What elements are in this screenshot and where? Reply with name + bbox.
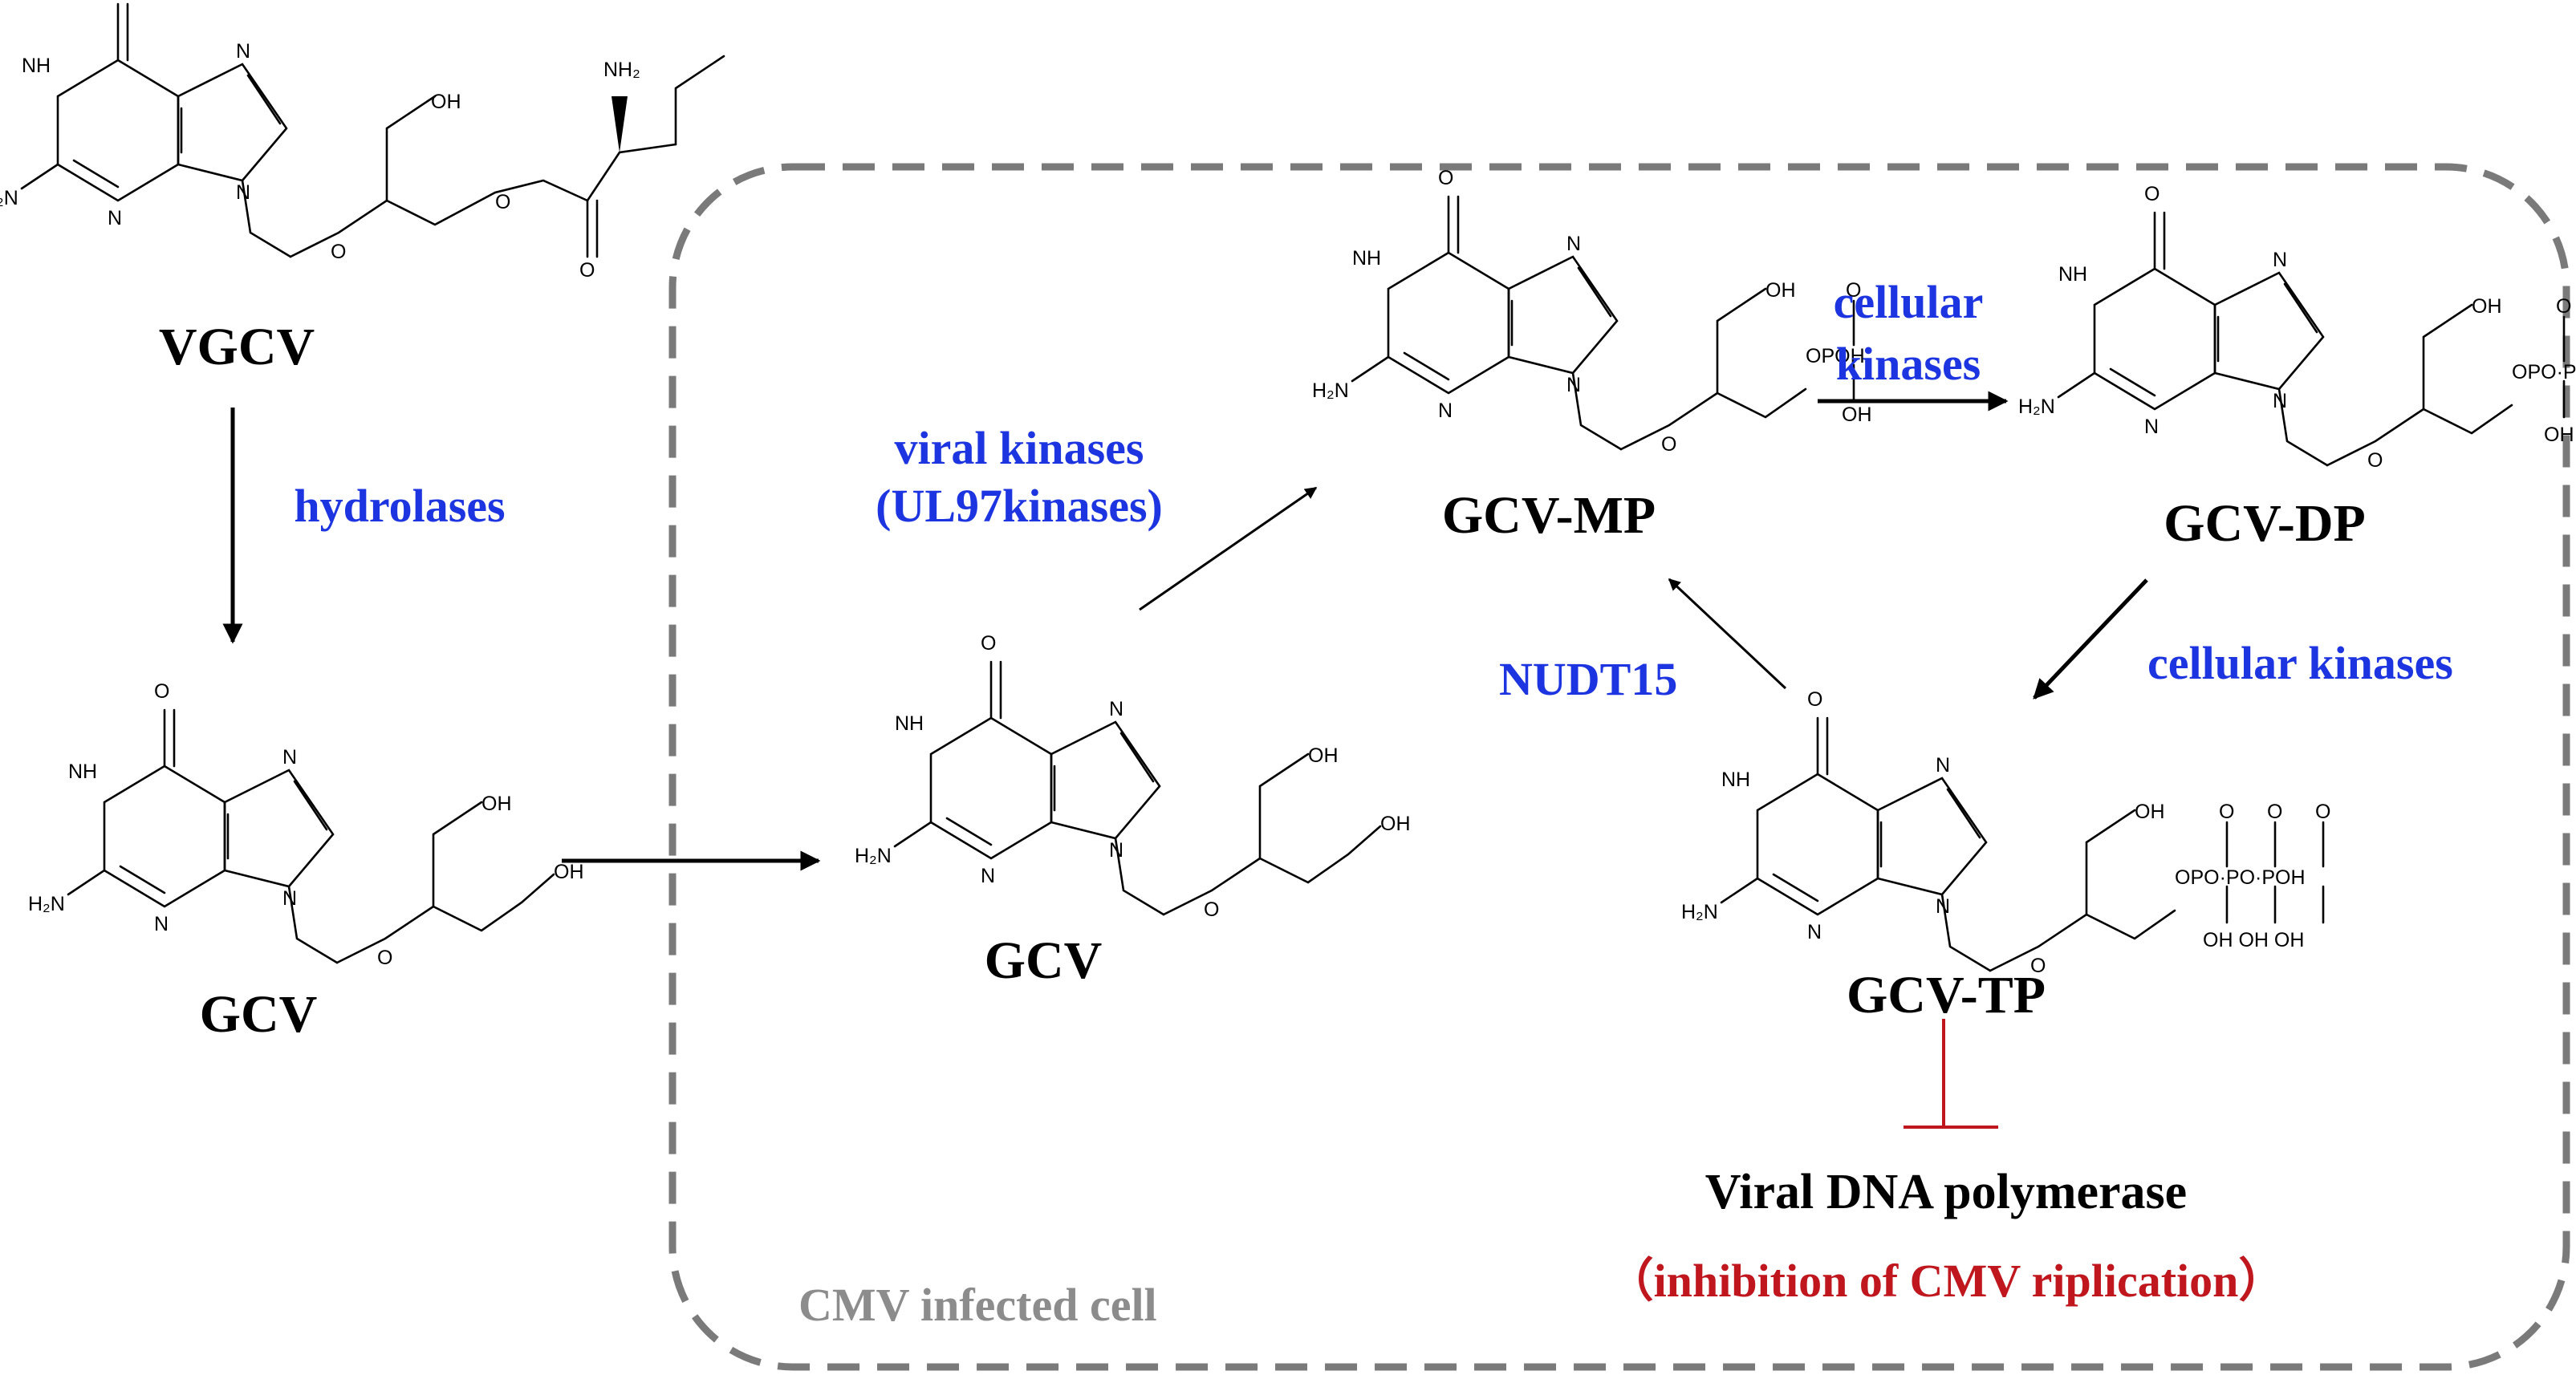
svg-text:O: O [2144, 183, 2160, 205]
svg-text:O: O [981, 632, 996, 655]
svg-text:OH: OH [431, 91, 461, 113]
svg-text:OH: OH [2472, 295, 2502, 318]
svg-text:N: N [236, 40, 250, 63]
gcv-dp-structure: NH O N N N H₂N O OH O O OPO·POH OH OH [2018, 183, 2576, 472]
cellular-kinases-top-line2: kinases [1835, 338, 1981, 390]
svg-text:N: N [2273, 249, 2287, 271]
svg-text:OH: OH [1765, 279, 1796, 302]
hydrolases-label: hydrolases [294, 480, 506, 532]
svg-text:O: O [495, 191, 510, 213]
svg-text:OH: OH [1380, 813, 1411, 835]
svg-text:N: N [1566, 374, 1581, 396]
gcv-tp-label: GCV-TP [1846, 966, 2046, 1024]
svg-text:O: O [1661, 433, 1676, 456]
svg-text:N: N [1936, 754, 1950, 777]
compartment-label: CMV infected cell [798, 1279, 1157, 1331]
gcv-outside-label: GCV [199, 985, 318, 1044]
svg-text:O: O [2267, 801, 2282, 823]
svg-text:O: O [1807, 688, 1822, 711]
svg-text:N: N [1936, 895, 1950, 918]
svg-text:O: O [2315, 801, 2330, 823]
svg-text:N: N [282, 887, 297, 910]
svg-text:N: N [1109, 839, 1123, 862]
svg-text:O: O [2030, 955, 2046, 977]
svg-text:O: O [377, 947, 392, 969]
viral-kinases-label: viral kinases [894, 422, 1144, 474]
svg-text:NH₂: NH₂ [603, 59, 640, 81]
svg-text:N: N [282, 746, 297, 769]
svg-text:O: O [2556, 295, 2571, 318]
svg-text:O: O [1846, 279, 1861, 302]
svg-text:H₂N: H₂N [28, 893, 65, 915]
vgcv-label: VGCV [158, 318, 315, 376]
svg-text:OH: OH [554, 861, 584, 883]
svg-text:NH: NH [68, 761, 97, 783]
svg-text:OH: OH [1842, 404, 1872, 426]
svg-text:OPO·PO·POH: OPO·PO·POH [2175, 866, 2306, 889]
arrow-gcv-dp-to-gcv-tp [2033, 578, 2148, 700]
svg-text:OH OH: OH OH [2544, 424, 2576, 446]
nudt15-label: NUDT15 [1499, 653, 1678, 705]
cell-boundary [668, 163, 2570, 1371]
gcv-tp-structure: NH O N N N H₂N O OH O O O OPO·PO·POH OH … [1681, 688, 2330, 977]
inhibition-effect-label: （inhibition of CMV riplication） [1607, 1255, 2285, 1307]
svg-text:O: O [579, 259, 595, 282]
gcv-mp-structure: NH O N N N H₂N O OH O OPOH OH [1312, 167, 1872, 456]
svg-text:O: O [331, 241, 346, 263]
arrow-gcv-to-gcv-mp [1139, 486, 1318, 611]
svg-text:N: N [981, 865, 995, 887]
svg-text:NH: NH [1352, 247, 1381, 270]
svg-text:N: N [1109, 698, 1123, 720]
svg-text:H₂N: H₂N [2018, 395, 2055, 418]
svg-text:NH: NH [22, 55, 51, 77]
svg-text:H₂N: H₂N [855, 845, 892, 867]
svg-text:N: N [154, 913, 169, 935]
svg-text:NH: NH [2058, 263, 2087, 286]
svg-text:O: O [2219, 801, 2234, 823]
svg-text:OPOH: OPOH [1806, 345, 1865, 367]
svg-text:N: N [2273, 390, 2287, 412]
gcv-inside-label: GCV [984, 931, 1103, 990]
svg-text:O: O [2367, 449, 2383, 472]
svg-text:H₂N: H₂N [1681, 901, 1718, 923]
viral-kinases-sublabel: (UL97kinases) [876, 480, 1163, 532]
svg-text:H₂N: H₂N [0, 187, 18, 209]
viral-dna-polymerase-label: Viral DNA polymerase [1704, 1165, 2188, 1219]
svg-text:OPO·POH: OPO·POH [2512, 361, 2576, 383]
cellular-kinases-right-label: cellular kinases [2147, 637, 2453, 689]
svg-text:N: N [108, 207, 122, 229]
svg-text:N: N [1438, 400, 1453, 422]
svg-text:O: O [1204, 898, 1219, 921]
gcv-outside-structure: NH O N N N H₂N O OH OH [28, 680, 584, 969]
svg-text:N: N [2144, 416, 2159, 438]
svg-text:O: O [154, 680, 169, 703]
svg-text:N: N [1566, 233, 1581, 255]
svg-text:OH: OH [1308, 744, 1339, 767]
svg-text:OH: OH [2135, 801, 2165, 823]
arrow-gcv-tp-to-gcv-mp [1668, 578, 1787, 690]
svg-text:O: O [1438, 167, 1453, 189]
svg-text:NH: NH [895, 712, 924, 735]
gcv-dp-label: GCV-DP [2164, 494, 2366, 553]
svg-text:N: N [1807, 921, 1822, 943]
gcv-inside-structure: NH O N N N H₂N O OH OH [855, 632, 1411, 921]
vgcv-structure: NH O N N N H₂N O OH O O NH₂ [0, 2, 725, 282]
svg-text:NH: NH [1721, 769, 1750, 791]
gcv-mp-label: GCV-MP [1441, 486, 1656, 545]
svg-text:OH OH OH: OH OH OH [2203, 929, 2304, 951]
svg-text:N: N [236, 181, 250, 204]
svg-text:H₂N: H₂N [1312, 379, 1349, 402]
svg-text:OH: OH [481, 793, 512, 815]
cellular-kinases-top-line1: cellular [1833, 276, 1984, 328]
